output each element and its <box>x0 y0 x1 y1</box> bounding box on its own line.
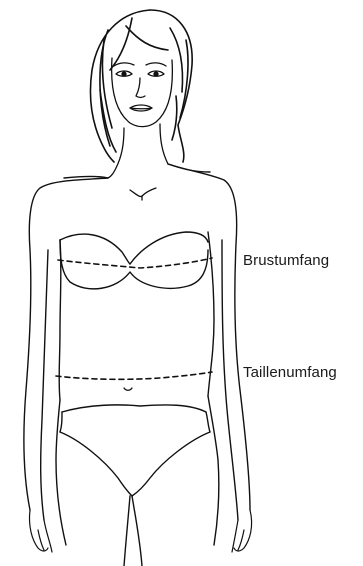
torso-outline <box>24 164 250 566</box>
navel <box>124 388 132 390</box>
panties <box>60 405 210 496</box>
hair <box>91 10 193 162</box>
bust-label: Brustumfang <box>243 252 329 269</box>
face <box>112 58 173 127</box>
neck <box>108 124 168 200</box>
bust-measure-line <box>58 258 212 268</box>
waist-measure-line <box>56 372 212 379</box>
waist-label: Taillenumfang <box>243 364 337 381</box>
bra <box>60 232 208 289</box>
